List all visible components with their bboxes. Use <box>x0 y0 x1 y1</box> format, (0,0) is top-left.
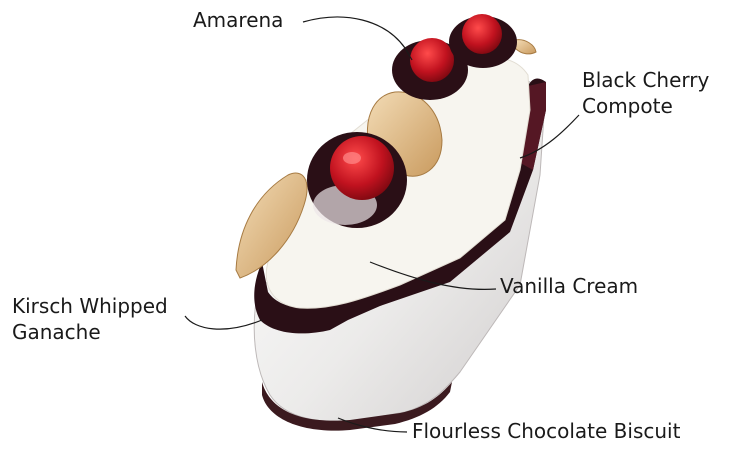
label-kirsch-line2: Ganache <box>12 319 212 345</box>
cherry-front <box>330 136 394 200</box>
tuile-right <box>515 40 536 54</box>
leader-amarena <box>303 17 412 60</box>
label-black-cherry-compote-line2: Compote <box>582 93 722 119</box>
label-kirsch-line1: Kirsch Whipped <box>12 293 212 319</box>
label-flourless-chocolate-biscuit: Flourless Chocolate Biscuit <box>412 418 680 444</box>
label-kirsch-whipped-ganache: Kirsch Whipped Ganache <box>12 293 212 345</box>
label-amarena: Amarena <box>193 7 283 33</box>
label-black-cherry-compote: Black Cherry Compote <box>582 67 722 119</box>
label-vanilla-cream: Vanilla Cream <box>500 273 638 299</box>
amarena-cherry-1 <box>410 38 454 82</box>
amarena-cherry-2 <box>462 14 502 54</box>
cherry-front-highlight <box>343 152 361 164</box>
label-black-cherry-compote-line1: Black Cherry <box>582 67 722 93</box>
